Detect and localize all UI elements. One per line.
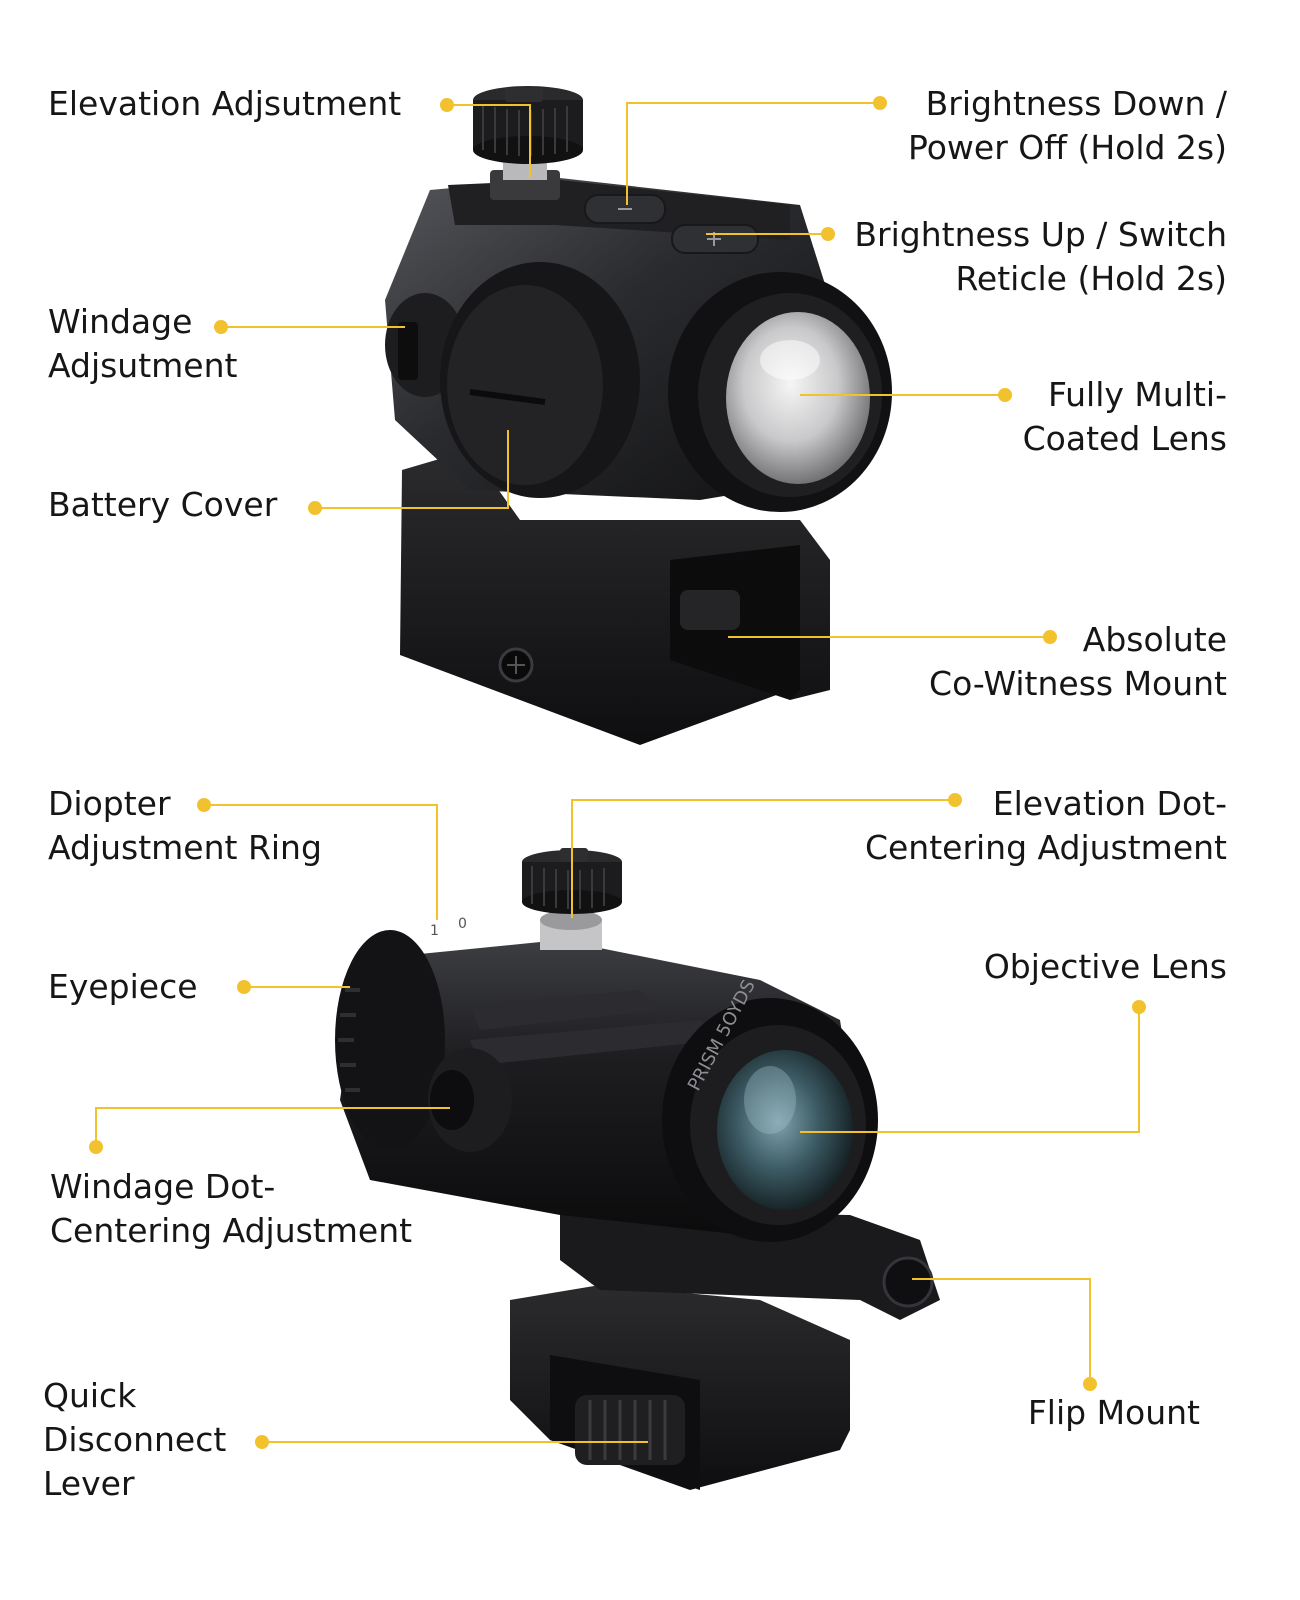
callout-line-diopter [204, 804, 438, 920]
callout-dots [89, 96, 1146, 1449]
label-battery-cover: Battery Cover [48, 485, 278, 524]
label-eyepiece: Eyepiece [48, 967, 198, 1006]
callout-dot [1132, 1000, 1146, 1014]
label-diopter-ring: Diopter Adjustment Ring [48, 784, 322, 867]
callout-dot [214, 320, 228, 334]
svg-text:1: 1 [430, 923, 439, 939]
callout-dot [308, 501, 322, 515]
callout-lines [95, 102, 1140, 1443]
eyepiece-shape [335, 930, 445, 1150]
label-flip-mount: Flip Mount [1027, 1393, 1200, 1432]
label-co-witness-mount: Absolute Co-Witness Mount [929, 620, 1227, 703]
callout-dot [197, 798, 211, 812]
label-windage-dot-centering: Windage Dot- Centering Adjustment [50, 1167, 413, 1250]
callout-line-elevation-dot [571, 799, 955, 918]
label-objective-lens: Objective Lens [983, 947, 1227, 986]
objective-lens-shape [717, 1050, 853, 1210]
callout-dot [1043, 630, 1057, 644]
label-brightness-down: Brightness Down / Power Off (Hold 2s) [907, 84, 1227, 167]
svg-text:0: 0 [458, 916, 467, 932]
qd-lever-shape [575, 1395, 685, 1465]
label-multi-coated-lens: Fully Multi- Coated Lens [1022, 375, 1227, 458]
callout-dot [998, 388, 1012, 402]
callout-line-battery [315, 430, 509, 509]
label-elevation-dot-centering: Elevation Dot- Centering Adjustment [864, 784, 1227, 867]
callout-dot [948, 793, 962, 807]
callout-line-objective [800, 1007, 1140, 1133]
callout-dot [1083, 1377, 1097, 1391]
label-brightness-up: Brightness Up / Switch Reticle (Hold 2s) [854, 215, 1227, 298]
callout-line-windage-dot [95, 1107, 450, 1147]
label-elevation-adjustment: Elevation Adjsutment [48, 84, 402, 123]
callout-dot [89, 1140, 103, 1154]
callout-line-elevation [447, 104, 531, 178]
label-windage-adjustment: Windage Adjsutment [48, 302, 238, 385]
callout-line-brightness-down [626, 102, 880, 205]
lens-shape [726, 312, 870, 484]
red-dot-sight [385, 86, 892, 745]
callout-dot [237, 980, 251, 994]
label-quick-disconnect-lever: Quick Disconnect Lever [43, 1376, 227, 1503]
callout-line-flip-mount [912, 1278, 1091, 1384]
magnifier: 1 0 PRISM 5OYDS [335, 848, 940, 1490]
battery-cover-shape [447, 285, 603, 485]
flip-mount-shape [560, 1210, 940, 1320]
callout-dot [873, 96, 887, 110]
callout-dot [255, 1435, 269, 1449]
callout-dot [440, 98, 454, 112]
callout-dot [821, 227, 835, 241]
